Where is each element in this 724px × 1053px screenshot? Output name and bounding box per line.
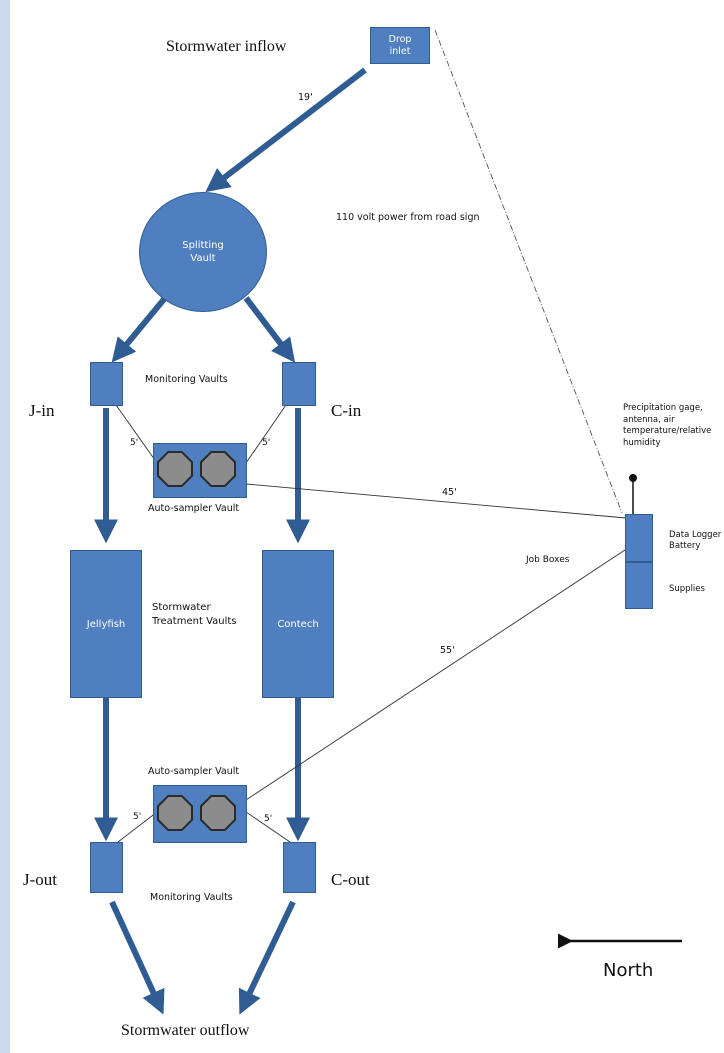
job-boxes-label: Job Boxes	[526, 555, 570, 565]
sampler-bottle-icon-4	[200, 795, 236, 831]
data-logger-job-box	[625, 514, 653, 562]
jellyfish-label: Jellyfish	[86, 618, 126, 630]
autosampler-top-label: Auto-sampler Vault	[148, 503, 240, 514]
autosampler-bottom-label: Auto-sampler Vault	[148, 766, 240, 777]
c-in-label: C-in	[331, 401, 362, 420]
j-out-monitoring-vault	[90, 842, 123, 893]
tube-j-out-sampler	[117, 811, 158, 843]
distance-top-sampler: 45'	[442, 487, 457, 498]
j-in-label: J-in	[29, 401, 55, 420]
c-in-monitoring-vault	[282, 362, 316, 406]
power-cable	[434, 29, 623, 514]
north-label: North	[603, 960, 654, 981]
j-in-monitoring-vault	[90, 362, 123, 406]
tube-logger-top-sampler	[245, 483, 627, 519]
flow-arrow-j-out-to-outflow	[109, 900, 165, 1015]
monitoring-vaults-bottom-label: Monitoring Vaults	[150, 892, 233, 903]
tube-c-in-sampler	[245, 404, 287, 464]
j-out-label: J-out	[23, 870, 57, 889]
stormwater-outflow-label: Stormwater outflow	[121, 1022, 250, 1039]
tube-logger-bottom-sampler	[245, 547, 629, 801]
distance-j-in-sampler: 5'	[130, 438, 139, 448]
distance-c-in-sampler: 5'	[262, 438, 271, 448]
supplies-label: Supplies	[669, 584, 705, 594]
flow-arrow-c-out-to-outflow	[238, 900, 296, 1015]
distance-c-out-sampler: 5'	[264, 814, 273, 824]
data-logger-label: Data Logger Battery	[669, 530, 722, 551]
sampler-bottle-icon-1	[157, 451, 193, 487]
c-out-label: C-out	[331, 870, 370, 889]
monitoring-vaults-top-label: Monitoring Vaults	[145, 374, 228, 385]
flow-arrow-inlet-to-split	[205, 67, 367, 193]
contech-label: Contech	[277, 618, 319, 630]
distance-inlet-split: 19'	[298, 92, 313, 103]
tube-c-out-sampler	[245, 811, 291, 843]
distance-bottom-sampler: 55'	[440, 645, 455, 656]
power-label: 110 volt power from road sign	[336, 212, 480, 223]
jellyfish-vault: Jellyfish	[70, 550, 142, 698]
flow-arrow-split-to-j-in	[111, 296, 168, 363]
drop-inlet-box: Drop inlet	[370, 27, 430, 64]
treatment-vaults-label: Stormwater Treatment Vaults	[152, 602, 237, 627]
splitting-vault-label: Splitting Vault	[182, 240, 224, 264]
sidebar-strip	[0, 0, 10, 1053]
flow-arrow-split-to-c-in	[243, 296, 296, 363]
sampler-bottle-icon-3	[157, 795, 193, 831]
distance-j-out-sampler: 5'	[133, 812, 142, 822]
sampler-bottle-icon-2	[200, 451, 236, 487]
drop-inlet-label: Drop inlet	[388, 33, 412, 57]
contech-vault: Contech	[262, 550, 334, 698]
precip-gage-label: Precipitation gage, antenna, air tempera…	[623, 403, 712, 448]
stormwater-inflow-label: Stormwater inflow	[166, 38, 287, 55]
splitting-vault: Splitting Vault	[139, 192, 267, 312]
c-out-monitoring-vault	[283, 842, 316, 893]
tube-j-in-sampler	[115, 404, 158, 464]
precip-gage-icon	[629, 474, 637, 482]
supplies-job-box	[625, 562, 653, 609]
